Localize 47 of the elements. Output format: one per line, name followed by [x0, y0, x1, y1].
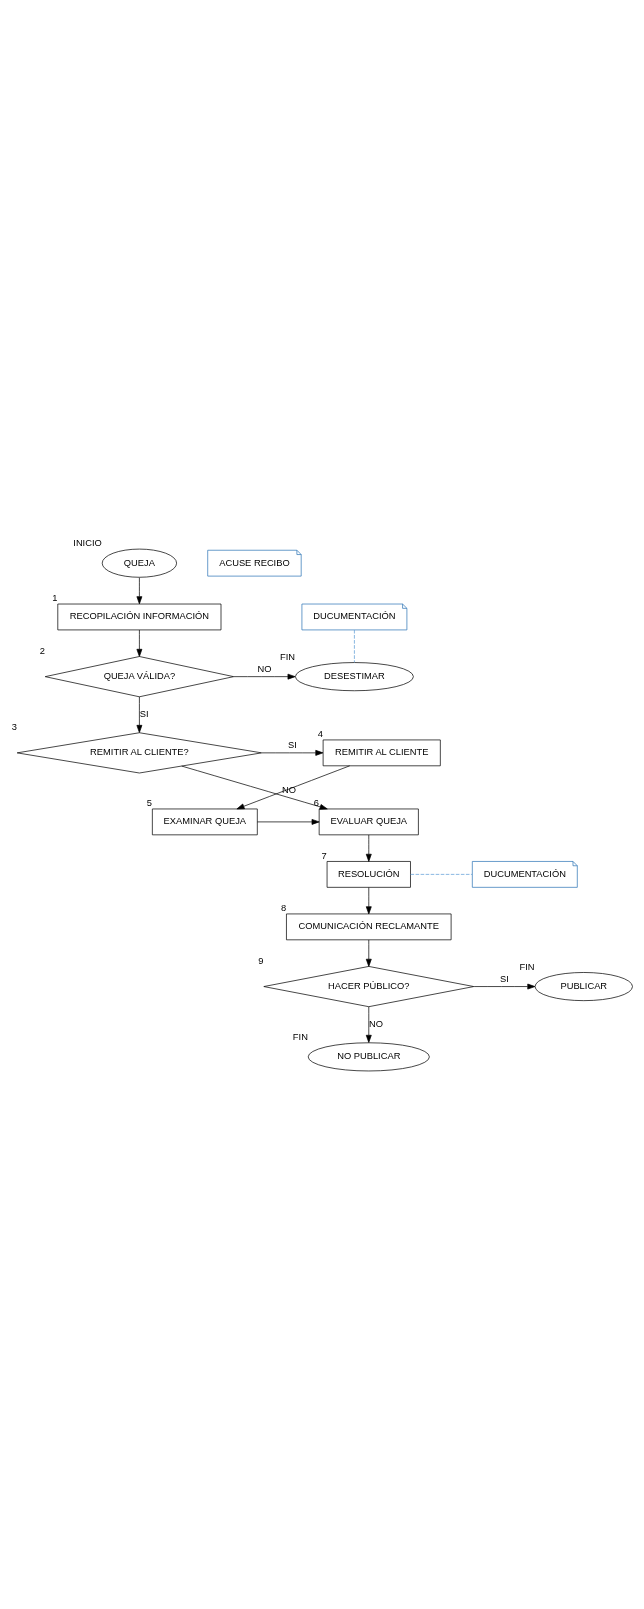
arrow	[236, 764, 351, 809]
arrow	[136, 576, 143, 604]
node-box: RECOPILACIÓN INFORMACIÓN	[57, 603, 222, 630]
node-ellipse: PUBLICAR	[534, 971, 633, 1001]
node-ellipse: DESESTIMAR	[295, 661, 414, 691]
node-label: 9	[258, 955, 264, 966]
node-diamond: QUEJA VÁLIDA?	[44, 655, 234, 697]
arrow	[181, 765, 328, 810]
node-box: REMITIR AL CLIENTE	[322, 739, 441, 766]
node-label: FIN	[280, 651, 296, 662]
edge-label: SI	[499, 973, 509, 984]
node-label: INICIO	[73, 537, 102, 548]
arrow	[365, 1006, 372, 1043]
node-label: 1	[52, 592, 58, 603]
node-box: EXAMINAR QUEJA	[152, 808, 258, 835]
node-label: 7	[321, 850, 327, 861]
arrow	[365, 886, 372, 914]
node-label: FIN	[519, 961, 535, 972]
node-diamond: REMITIR AL CLIENTE?	[16, 731, 262, 773]
node-label: 6	[313, 797, 319, 808]
arrow	[365, 834, 372, 862]
node-label: 2	[39, 645, 45, 656]
arrow	[365, 939, 372, 967]
node-label: 5	[146, 797, 153, 808]
connector	[410, 873, 473, 875]
node-label: 4	[317, 728, 323, 739]
node-diamond: HACER PÚBLICO?	[263, 965, 475, 1007]
node-label: FIN	[292, 1031, 308, 1042]
node-label: 8	[280, 902, 287, 913]
connector	[354, 629, 355, 663]
node-box: RESOLUCIÓN	[326, 860, 411, 888]
arrow	[136, 695, 143, 733]
edge-label: NO	[281, 784, 296, 795]
arrow	[257, 818, 320, 825]
edge-label: NO	[257, 663, 272, 674]
arrow	[261, 749, 324, 756]
edge-label: SI	[287, 739, 297, 750]
node-box: COMUNICACIÓN RECLAMANTE	[286, 913, 452, 940]
node-ellipse: QUEJA	[101, 548, 177, 578]
arrow	[233, 673, 296, 679]
node-label: 3	[11, 721, 17, 732]
node-box: EVALUAR QUEJA	[318, 808, 419, 835]
edge-label: SI	[139, 708, 149, 719]
edge-label: NO	[368, 1018, 383, 1029]
arrow	[473, 983, 536, 989]
arrow	[136, 629, 143, 657]
node-ellipse: NO PUBLICAR	[307, 1041, 430, 1071]
